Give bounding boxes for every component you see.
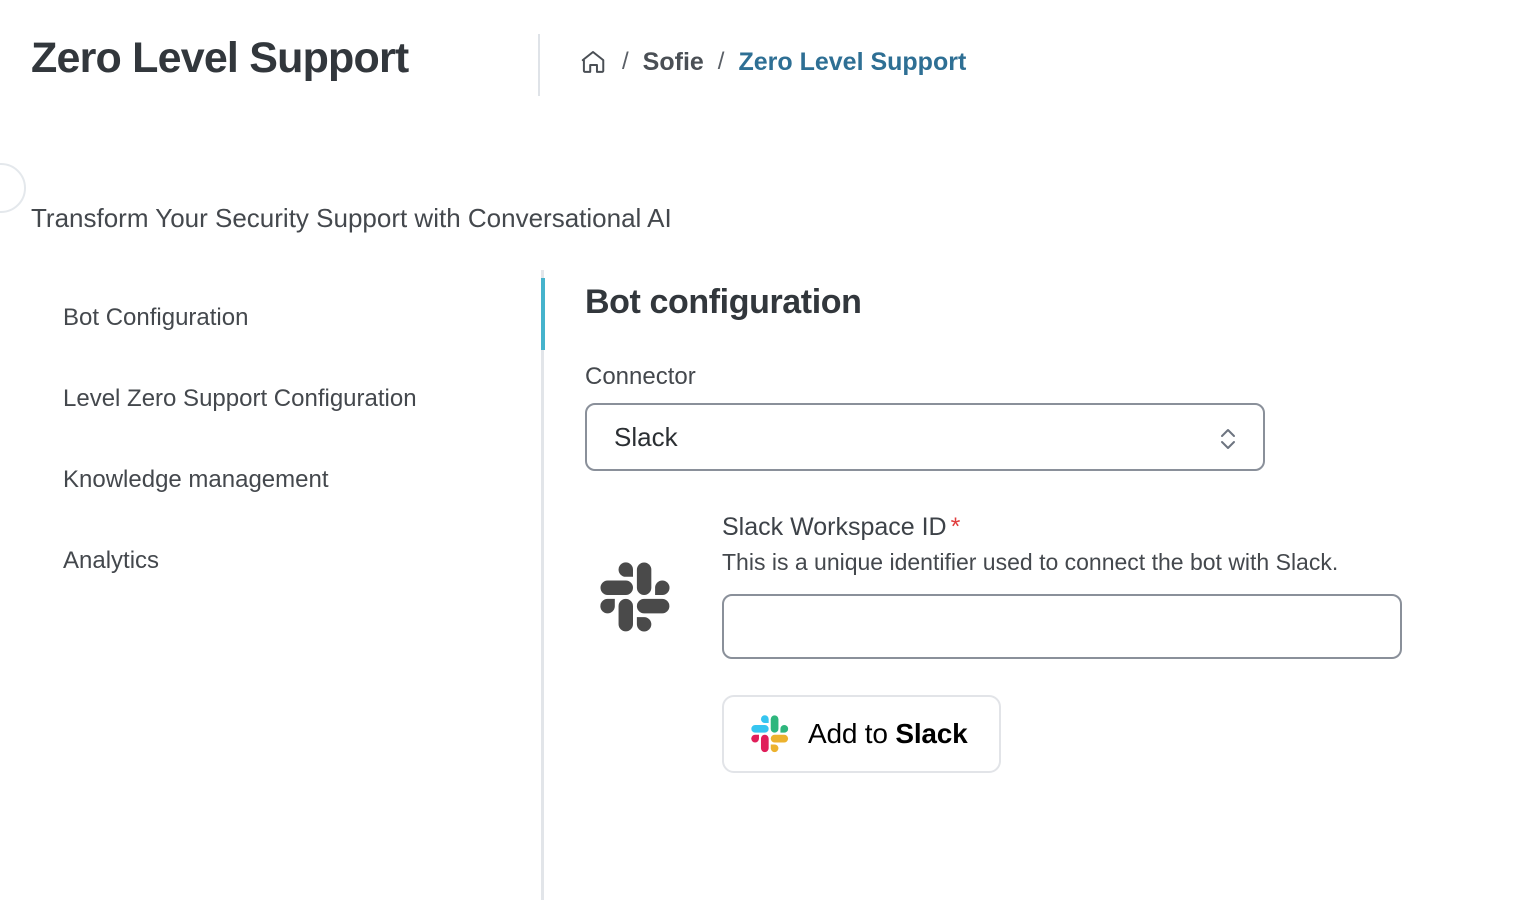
slack-workspace-id-input[interactable] xyxy=(722,594,1402,660)
page-subtitle: Transform Your Security Support with Con… xyxy=(31,203,672,233)
breadcrumb-separator-1: / xyxy=(622,48,629,75)
breadcrumb: / Sofie / Zero Level Support xyxy=(578,47,966,77)
add-to-slack-button[interactable]: Add to Slack xyxy=(722,695,1001,774)
active-section-indicator xyxy=(541,278,545,350)
page-header: Zero Level Support / Sofie / Zero Level … xyxy=(0,0,1540,130)
section-nav: Bot Configuration Level Zero Support Con… xyxy=(0,270,538,900)
add-to-slack-prefix: Add to xyxy=(808,718,896,750)
sidebar-item-knowledge-management[interactable]: Knowledge management xyxy=(63,466,329,493)
section-title: Bot configuration xyxy=(585,283,862,321)
add-to-slack-label: Add to Slack xyxy=(808,718,968,750)
breadcrumb-separator-2: / xyxy=(717,48,725,75)
slack-workspace-field-group: Slack Workspace ID* This is a unique ide… xyxy=(585,513,1540,774)
connector-label: Connector xyxy=(585,363,696,390)
breadcrumb-item-current[interactable]: Zero Level Support xyxy=(738,47,967,76)
header-divider xyxy=(538,34,540,96)
connector-select[interactable]: Slack xyxy=(585,403,1265,471)
add-to-slack-brand: Slack xyxy=(895,718,968,750)
slack-color-icon xyxy=(750,714,790,754)
sidebar-collapse-toggle[interactable] xyxy=(0,163,26,213)
sidebar-item-bot-configuration[interactable]: Bot Configuration xyxy=(63,304,249,331)
required-asterisk: * xyxy=(950,513,961,541)
home-icon[interactable] xyxy=(578,47,608,77)
slack-workspace-id-help-text: This is a unique identifier used to conn… xyxy=(722,549,1339,575)
slack-monochrome-icon xyxy=(598,560,673,635)
main-panel: Bot configuration Connector Slack xyxy=(585,270,1485,774)
nav-rail xyxy=(541,270,544,900)
slack-workspace-id-label: Slack Workspace ID* xyxy=(722,513,1540,542)
page-title: Zero Level Support xyxy=(31,34,409,82)
sidebar-item-level-zero-support-configuration[interactable]: Level Zero Support Configuration xyxy=(63,385,417,412)
sidebar-item-analytics[interactable]: Analytics xyxy=(63,547,160,574)
slack-workspace-id-label-text: Slack Workspace ID xyxy=(722,513,947,541)
content-area: Bot Configuration Level Zero Support Con… xyxy=(0,270,1540,900)
connector-selected-value: Slack xyxy=(614,422,678,452)
breadcrumb-item-sofie[interactable]: Sofie xyxy=(642,47,704,76)
chevron-up-down-icon xyxy=(1217,423,1239,455)
